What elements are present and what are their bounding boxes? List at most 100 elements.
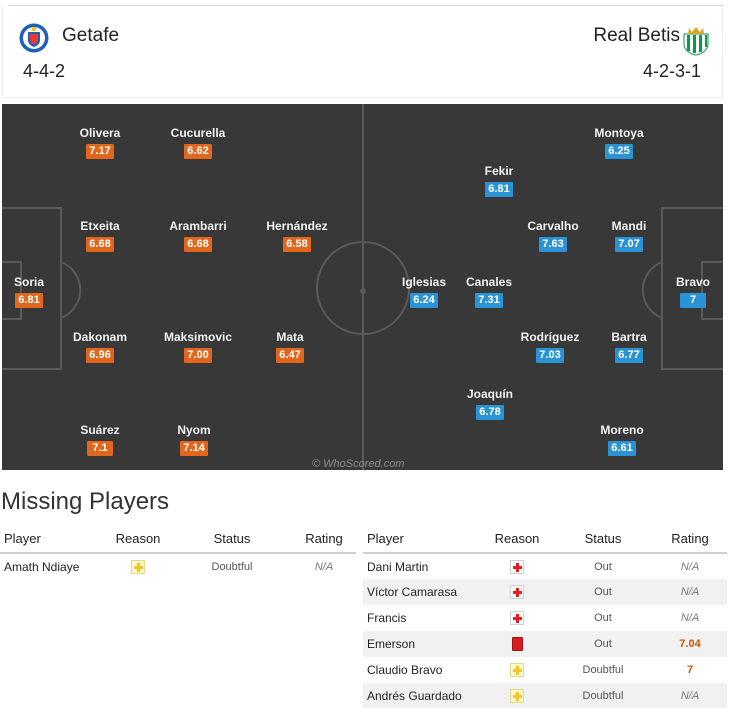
missing-rating: N/A <box>653 579 727 605</box>
player-rating: 6.47 <box>276 348 304 363</box>
missing-rating: 7 <box>686 664 694 676</box>
player-rating: 7.07 <box>615 237 643 252</box>
missing-players-away-table: Player Reason Status Rating Dani Martin … <box>363 524 727 708</box>
player-rating: 6.58 <box>283 237 311 252</box>
player-rating: 7.00 <box>184 348 212 363</box>
injury-icon <box>510 611 524 626</box>
missing-player-name[interactable]: Emerson <box>363 631 481 657</box>
doubt-icon <box>510 663 524 678</box>
player-rating: 6.96 <box>86 348 114 363</box>
missing-rating: 7.04 <box>653 631 727 657</box>
watermark: © WhoScored.com <box>312 458 405 470</box>
col-header-status[interactable]: Status <box>553 524 653 554</box>
player-cucurella[interactable]: Cucurella 6.62 <box>158 126 238 159</box>
pitch: Olivera 7.17 Cucurella 6.62 Etxeita 6.68… <box>2 104 723 470</box>
player-name: Carvalho <box>527 219 579 233</box>
away-formation: 4-2-3-1 <box>642 61 701 81</box>
player-mandi[interactable]: Mandi 7.07 <box>589 219 669 252</box>
player-nyom[interactable]: Nyom 7.14 <box>154 423 234 456</box>
player-bravo[interactable]: Bravo 7 <box>653 275 723 308</box>
player-mata[interactable]: Mata 6.47 <box>250 330 330 363</box>
player-name: Suárez <box>80 423 120 437</box>
player-hernandez[interactable]: Hernández 6.58 <box>257 219 337 252</box>
col-header-reason[interactable]: Reason <box>104 524 172 554</box>
player-carvalho[interactable]: Carvalho 7.63 <box>513 219 593 252</box>
missing-status: Out <box>553 579 653 605</box>
player-rating: 7.17 <box>86 144 114 159</box>
player-montoya[interactable]: Montoya 6.25 <box>579 126 659 159</box>
col-header-rating[interactable]: Rating <box>653 524 727 554</box>
player-name: Dakonam <box>72 330 128 344</box>
player-moreno[interactable]: Moreno 6.61 <box>582 423 662 456</box>
player-etxeita[interactable]: Etxeita 6.68 <box>60 219 140 252</box>
col-header-player[interactable]: Player <box>0 524 104 554</box>
missing-player-name[interactable]: Claudio Bravo <box>367 663 443 677</box>
missing-rating: N/A <box>680 612 700 624</box>
home-formation: 4-4-2 <box>23 61 66 81</box>
player-name: Cucurella <box>170 126 226 140</box>
missing-status: Out <box>553 631 653 657</box>
player-rating: 7.1 <box>87 441 113 456</box>
betis-crest-icon <box>683 27 709 56</box>
col-header-reason[interactable]: Reason <box>481 524 553 554</box>
home-team-name[interactable]: Getafe <box>62 25 120 46</box>
missing-status: Doubtful <box>582 664 624 676</box>
player-olivera[interactable]: Olivera 7.17 <box>60 126 140 159</box>
player-canales[interactable]: Canales 7.31 <box>449 275 529 308</box>
table-row: Francis Out N/A <box>363 605 727 631</box>
player-name: Moreno <box>600 423 644 437</box>
player-name: Arambarri <box>169 219 227 233</box>
player-rating: 6.68 <box>184 237 212 252</box>
player-bartra[interactable]: Bartra 6.77 <box>589 330 669 363</box>
missing-player-name[interactable]: Amath Ndiaye <box>4 559 80 574</box>
player-dakonam[interactable]: Dakonam 6.96 <box>60 330 140 363</box>
col-header-player[interactable]: Player <box>363 524 481 554</box>
player-rating: 6.61 <box>608 441 636 456</box>
player-rodriguez[interactable]: Rodríguez 7.03 <box>510 330 590 363</box>
missing-player-name[interactable]: Francis <box>367 611 407 625</box>
player-rating: 6.68 <box>86 237 114 252</box>
player-rating: 6.25 <box>605 144 633 159</box>
missing-player-name[interactable]: Andrés Guardado <box>363 683 481 708</box>
injury-icon <box>510 559 524 574</box>
player-rating: 7.63 <box>539 237 567 252</box>
col-header-status[interactable]: Status <box>172 524 292 554</box>
missing-players-title: Missing Players <box>1 488 170 515</box>
missing-status: Doubtful <box>211 560 253 573</box>
player-name: Bravo <box>675 275 710 289</box>
player-maksimovic[interactable]: Maksimovic 7.00 <box>158 330 238 363</box>
col-header-rating[interactable]: Rating <box>292 524 356 554</box>
player-rating: 6.24 <box>410 293 438 308</box>
top-divider <box>8 5 723 6</box>
player-rating: 6.81 <box>485 182 513 197</box>
pitch-markings <box>2 104 723 470</box>
player-name: Hernández <box>266 219 328 233</box>
missing-status: Out <box>594 612 612 624</box>
red-card-icon <box>511 637 523 652</box>
player-name: Soria <box>13 275 44 289</box>
missing-status: Out <box>594 560 612 573</box>
player-arambarri[interactable]: Arambarri 6.68 <box>158 219 238 252</box>
doubt-icon <box>131 559 145 574</box>
player-name: Iglesias <box>401 275 447 289</box>
away-team-name[interactable]: Real Betis <box>593 25 680 46</box>
table-row: Dani Martin Out N/A <box>363 553 727 579</box>
player-name: Mata <box>276 330 304 344</box>
player-iglesias[interactable]: Iglesias 6.24 <box>384 275 464 308</box>
getafe-crest-icon <box>19 23 49 53</box>
player-soria[interactable]: Soria 6.81 <box>2 275 69 308</box>
table-row: Amath Ndiaye Doubtful N/A <box>0 553 356 579</box>
player-name: Rodríguez <box>520 330 580 344</box>
player-name: Etxeita <box>80 219 120 233</box>
player-rating: 6.81 <box>15 293 43 308</box>
missing-rating: N/A <box>680 560 700 573</box>
player-suarez[interactable]: Suárez 7.1 <box>60 423 140 456</box>
player-rating: 7 <box>680 293 706 308</box>
missing-players-home-table: Player Reason Status Rating Amath Ndiaye… <box>0 524 356 579</box>
player-joaquin[interactable]: Joaquín 6.78 <box>450 387 530 420</box>
player-name: Montoya <box>594 126 644 140</box>
missing-player-name[interactable]: Dani Martin <box>367 559 429 574</box>
player-rating: 7.14 <box>180 441 208 456</box>
missing-player-name[interactable]: Víctor Camarasa <box>363 579 481 605</box>
player-fekir[interactable]: Fekir 6.81 <box>459 164 539 197</box>
